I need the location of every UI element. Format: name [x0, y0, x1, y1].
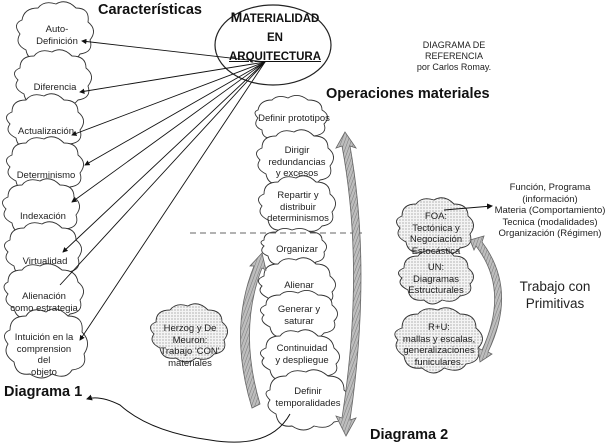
cloud-indexacion [2, 178, 80, 238]
arrow-intuicion [79, 61, 266, 341]
center-title-cap: M [230, 9, 243, 25]
cloud-actualizacion [6, 93, 84, 153]
center-title-rest: ATERIALIDAD [242, 13, 320, 25]
double-arrow-operations [335, 131, 362, 437]
primitive-label: FOA: Tectónica y Negociación Estocástica [409, 211, 463, 257]
cloud-generar [260, 290, 338, 342]
operaciones-title: Operaciones materiales [326, 86, 490, 102]
cloud-repartir [258, 175, 336, 235]
cloud-foa [396, 197, 474, 257]
diagrama-1-label: Diagrama 1 [4, 384, 83, 400]
operation-label: Alienar [284, 280, 314, 291]
characteristic-label: Auto- Definición [36, 24, 78, 47]
operation-label: Organizar [276, 244, 318, 255]
characteristic-label: Virtualidad [22, 256, 68, 267]
characteristic-arrows [59, 38, 266, 341]
curved-arrow-primitivas [469, 235, 502, 363]
trabajo-primitivas-label: Trabajo con Primitivas [519, 279, 591, 311]
arrow-foa-categories [443, 203, 493, 211]
reference-line1: DIAGRAMA DE REFERENCIA [422, 40, 486, 61]
characteristic-label: Intuición en la comprension del objeto [14, 332, 74, 378]
operation-label: Dirigir redundancias y excesos [268, 145, 326, 179]
cloud-determinismo [6, 136, 84, 196]
caracteristicas-title: Características [98, 2, 202, 18]
characteristic-label: Determinismo [16, 170, 76, 181]
operation-label: Continuidad y despliegue [275, 343, 329, 366]
characteristic-label: Indexación [20, 211, 66, 222]
operation-clouds [254, 95, 350, 431]
primitive-label: UN: Diagramas Estructurales [408, 262, 464, 296]
cloud-diferencia [14, 49, 92, 109]
categories-list: Función, Programa (información) Materia … [494, 182, 606, 239]
arrow-diferencia [79, 61, 266, 94]
characteristic-label: Alienación como estrategia [10, 291, 78, 314]
operation-label: Definir temporalidades [275, 386, 341, 409]
cloud-definir-prototipos [254, 95, 328, 142]
arrow-determinismo [84, 61, 266, 166]
characteristic-clouds [2, 1, 94, 379]
curved-arrow-up [240, 252, 267, 409]
herzog-label: Herzog y De Meuron: Trabajo 'CON' materi… [160, 323, 220, 369]
characteristic-label: Actualización [18, 126, 74, 137]
characteristic-label: Diferencia [33, 82, 77, 93]
cloud-organizar [260, 227, 327, 268]
arrow-to-diagrama-1 [86, 394, 291, 443]
arrow-virtualidad [62, 61, 266, 253]
cloud-ru [394, 307, 483, 374]
center-title: MATERIALIDAD EN ARQUITECTURA [220, 8, 330, 67]
primitive-label: R+U: mallas y escalas, generalizaciones … [402, 322, 476, 368]
diagrama-2-label: Diagrama 2 [370, 427, 449, 443]
center-title-line2: EN [267, 32, 283, 44]
arrow-auto-definicion [81, 38, 266, 63]
arrow-indexacion [71, 61, 266, 203]
cloud-dirigir [256, 129, 334, 189]
cloud-un [398, 249, 474, 305]
reference-note: DIAGRAMA DE REFERENCIA por Carlos Romay. [394, 40, 514, 73]
operation-label: Definir prototipos [258, 113, 330, 124]
center-title-line3: ARQUITECTURA [229, 51, 321, 63]
reference-line2: por Carlos Romay. [416, 62, 492, 72]
cloud-alienacion [3, 263, 84, 323]
arrow-actualizacion [71, 61, 266, 136]
cloud-intuicion [4, 308, 88, 379]
arrow-alienacion [59, 61, 266, 286]
operation-label: Generar y saturar [277, 304, 321, 327]
cloud-auto-definicion [16, 1, 94, 65]
cloud-virtualidad [4, 221, 82, 281]
operation-label: Repartir y distribuir determinismos [267, 190, 329, 224]
cloud-herzog [150, 303, 228, 363]
